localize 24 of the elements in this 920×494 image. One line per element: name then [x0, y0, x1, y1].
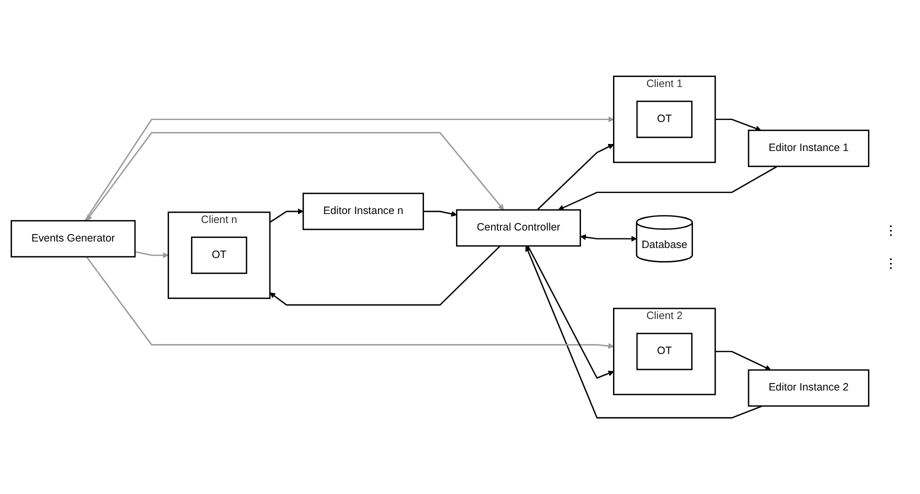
arrow	[134, 251, 169, 258]
arrow	[270, 245, 501, 306]
node-box: Central Controller	[456, 209, 581, 246]
arrow	[558, 166, 778, 210]
node-box: OT	[636, 100, 693, 138]
arrow	[525, 246, 763, 418]
ellipsis-mark: ...	[885, 257, 903, 270]
node-box: Editor Instance 2	[748, 369, 870, 407]
arrow	[423, 210, 457, 217]
arrow	[86, 132, 504, 221]
arrow	[536, 144, 614, 210]
arrow	[270, 208, 304, 223]
arrow	[580, 234, 637, 242]
node-box: Editor Instance 1	[748, 130, 870, 167]
arrow	[86, 256, 614, 349]
node-box: OT	[636, 332, 693, 370]
arrow	[84, 116, 614, 222]
ellipsis-mark: ...	[885, 224, 903, 237]
arrow	[715, 350, 772, 370]
node-box: OT	[191, 236, 248, 274]
node-box: Editor Instance n	[302, 192, 424, 230]
arrow	[527, 246, 614, 379]
node-box: Events Generator	[10, 220, 136, 258]
arrow	[715, 118, 762, 132]
